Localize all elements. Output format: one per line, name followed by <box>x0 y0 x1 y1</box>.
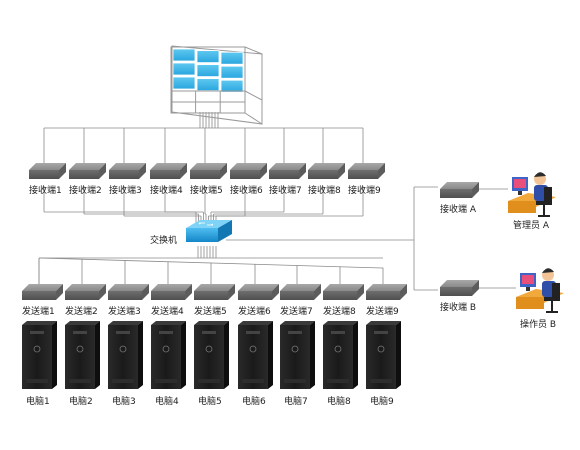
switch-top <box>186 220 232 228</box>
wall-panel <box>196 64 220 77</box>
sender-label: 发送端7 <box>280 305 313 317</box>
receiver-device: 接收端9 <box>348 163 385 196</box>
sender-label: 发送端5 <box>194 305 227 317</box>
receiver-label: 接收端1 <box>29 184 62 196</box>
switch-label: 交换机 <box>150 234 177 246</box>
sender-device: 发送端1 <box>22 284 63 317</box>
wall-panel <box>196 50 220 63</box>
sender-device: 发送端2 <box>65 284 106 317</box>
sender-label: 发送端6 <box>238 305 271 317</box>
receiver-b-label: 接收端 B <box>440 301 476 313</box>
computer-tower: 电脑4 <box>151 321 186 407</box>
receiver-row: 接收端1 接收端2 接收端3 接收端4 接收端5 接收端6 接收端7 接收端8 接收端9 <box>29 163 385 196</box>
operator-receiver-device <box>440 280 479 296</box>
operator-figure <box>516 268 564 313</box>
receiver-label: 接收端9 <box>348 184 381 196</box>
receiver-device: 接收端4 <box>150 163 187 196</box>
computer-tower: 电脑7 <box>280 321 315 407</box>
computer-label: 电脑6 <box>242 395 266 407</box>
operator-station-b: 接收端 B 操作员 B <box>440 268 564 330</box>
video-wall <box>170 45 263 125</box>
receiver-label: 接收端3 <box>109 184 142 196</box>
computer-tower: 电脑2 <box>65 321 100 407</box>
computer-tower: 电脑6 <box>238 321 273 407</box>
wall-panel <box>220 65 244 79</box>
receiver-label: 接收端7 <box>269 184 302 196</box>
wall-panel <box>196 78 220 91</box>
receiver-device: 接收端7 <box>269 163 306 196</box>
switch-side <box>218 220 232 242</box>
sender-device: 发送端3 <box>108 284 149 317</box>
sender-device: 发送端9 <box>366 284 407 317</box>
sender-label: 发送端4 <box>151 305 184 317</box>
switch-front <box>186 228 218 242</box>
receiver-label: 接收端8 <box>308 184 341 196</box>
operator-receiver-device <box>440 182 479 198</box>
sender-label: 发送端3 <box>108 305 141 317</box>
sender-label: 发送端8 <box>323 305 356 317</box>
computer-label: 电脑8 <box>327 395 351 407</box>
sender-label: 发送端1 <box>22 305 55 317</box>
receiver-device: 接收端2 <box>69 163 106 196</box>
receiver-device: 接收端1 <box>29 163 66 196</box>
computer-label: 电脑2 <box>69 395 93 407</box>
receiver-label: 接收端2 <box>69 184 102 196</box>
computer-tower: 电脑1 <box>22 321 57 407</box>
wall-panel <box>220 79 244 93</box>
computer-tower: 电脑5 <box>194 321 229 407</box>
receiver-device: 接收端3 <box>109 163 146 196</box>
computer-tower: 电脑9 <box>366 321 401 407</box>
computer-label: 电脑7 <box>284 395 308 407</box>
computer-row: 电脑1 电脑2 电脑3 电脑4 电脑5 电脑6 电脑7 电脑8 电脑9 <box>22 321 401 407</box>
sender-device: 发送端4 <box>151 284 192 317</box>
operator-b-label: 操作员 B <box>520 318 556 330</box>
operator-figure <box>508 172 556 217</box>
computer-label: 电脑9 <box>370 395 394 407</box>
receiver-label: 接收端4 <box>150 184 183 196</box>
sender-device: 发送端5 <box>194 284 235 317</box>
computer-tower: 电脑8 <box>323 321 358 407</box>
connection-lines <box>38 112 516 291</box>
receiver-device: 接收端8 <box>308 163 345 196</box>
receiver-label: 接收端5 <box>190 184 223 196</box>
sender-device: 发送端6 <box>238 284 279 317</box>
operator-station-a: 接收端 A 管理员 A <box>440 172 556 231</box>
sender-device: 发送端7 <box>280 284 321 317</box>
computer-label: 电脑4 <box>155 395 179 407</box>
sender-label: 发送端2 <box>65 305 98 317</box>
sender-device: 发送端8 <box>323 284 364 317</box>
admin-a-label: 管理员 A <box>513 219 550 231</box>
receiver-device: 接收端6 <box>230 163 267 196</box>
wall-panel <box>220 51 244 65</box>
computer-label: 电脑5 <box>198 395 222 407</box>
network-switch: 交换机 <box>150 220 232 246</box>
wall-panel <box>172 48 196 62</box>
receiver-a-label: 接收端 A <box>440 203 477 215</box>
receiver-label: 接收端6 <box>230 184 263 196</box>
computer-label: 电脑3 <box>112 395 136 407</box>
receiver-device: 接收端5 <box>190 163 227 196</box>
sender-row: 发送端1 发送端2 发送端3 发送端4 发送端5 发送端6 发送端7 发送端8 发送端9 <box>22 284 407 317</box>
wall-panel <box>172 76 196 90</box>
wall-panel <box>172 62 196 76</box>
computer-label: 电脑1 <box>26 395 50 407</box>
computer-tower: 电脑3 <box>108 321 143 407</box>
sender-label: 发送端9 <box>366 305 399 317</box>
